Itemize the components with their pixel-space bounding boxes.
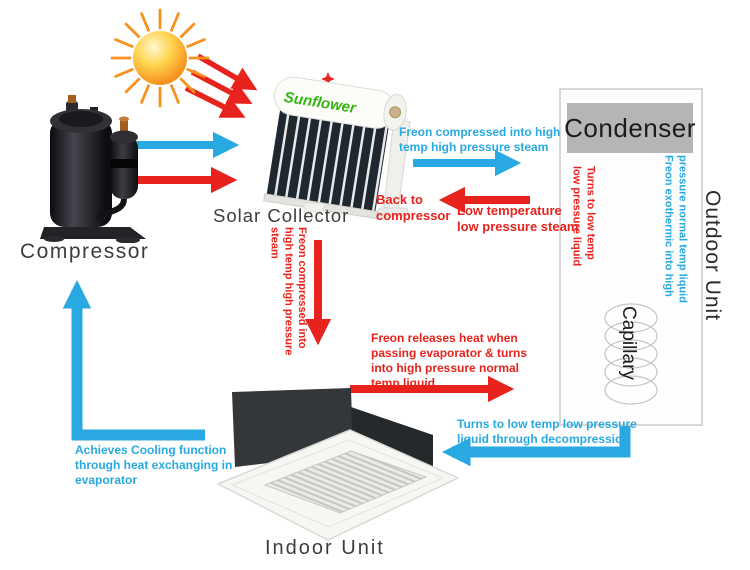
condenser-box: Condenser: [564, 103, 696, 153]
indoor-unit-label: Indoor Unit: [265, 537, 385, 559]
compressor-image: [40, 95, 146, 243]
cassette-grille: [263, 450, 428, 514]
capillary-label: Capillary: [618, 306, 639, 380]
spark-icon: [321, 72, 335, 86]
annotation-turns-low-temp-liquid: Turns to low temp low pressure liquid: [570, 166, 597, 267]
solar-collector-label: Solar Collector: [213, 205, 350, 226]
annotation-freon-compressed-steam: Freon compressed into high temp high pre…: [399, 125, 561, 154]
sun-rays: [110, 8, 210, 108]
outdoor-unit-label: Outdoor Unit: [701, 190, 724, 322]
vacuum-tubes: [266, 109, 389, 214]
indoor-unit-image: [217, 388, 459, 541]
solar-collector-image: Sunflower: [263, 72, 411, 220]
condenser-label: Condenser: [564, 112, 696, 143]
annotation-turns-decompression: Turns to low temp low pressure liquid th…: [457, 417, 637, 446]
collector-tilted-group: Sunflower: [263, 76, 407, 220]
compressor-label: Compressor: [20, 240, 150, 263]
sun-ray-arrow-1: [196, 53, 258, 91]
sun-core: [133, 31, 187, 85]
arrow-indoor-to-compressor: [62, 279, 205, 441]
annotation-freon-compressed-vertical: Freon compressed into high temp high pre…: [268, 227, 308, 356]
capillary-coil: [604, 303, 658, 405]
annotation-achieves-cooling: Achieves Cooling function through heat e…: [75, 443, 233, 487]
annotation-back-to-compressor: Back to compressor: [376, 192, 451, 224]
annotation-freon-releases-heat: Freon releases heat when passing evapora…: [371, 331, 528, 390]
sun-ray-arrow-2: [190, 69, 253, 104]
annotation-low-temp-steam: Low temperature low pressure steam: [457, 203, 579, 235]
annotation-freon-exothermic: Freon exothermic into high pressure norm…: [662, 155, 689, 303]
arrow-outdoor-to-indoor: [441, 424, 631, 467]
sun-icon: [110, 8, 210, 108]
